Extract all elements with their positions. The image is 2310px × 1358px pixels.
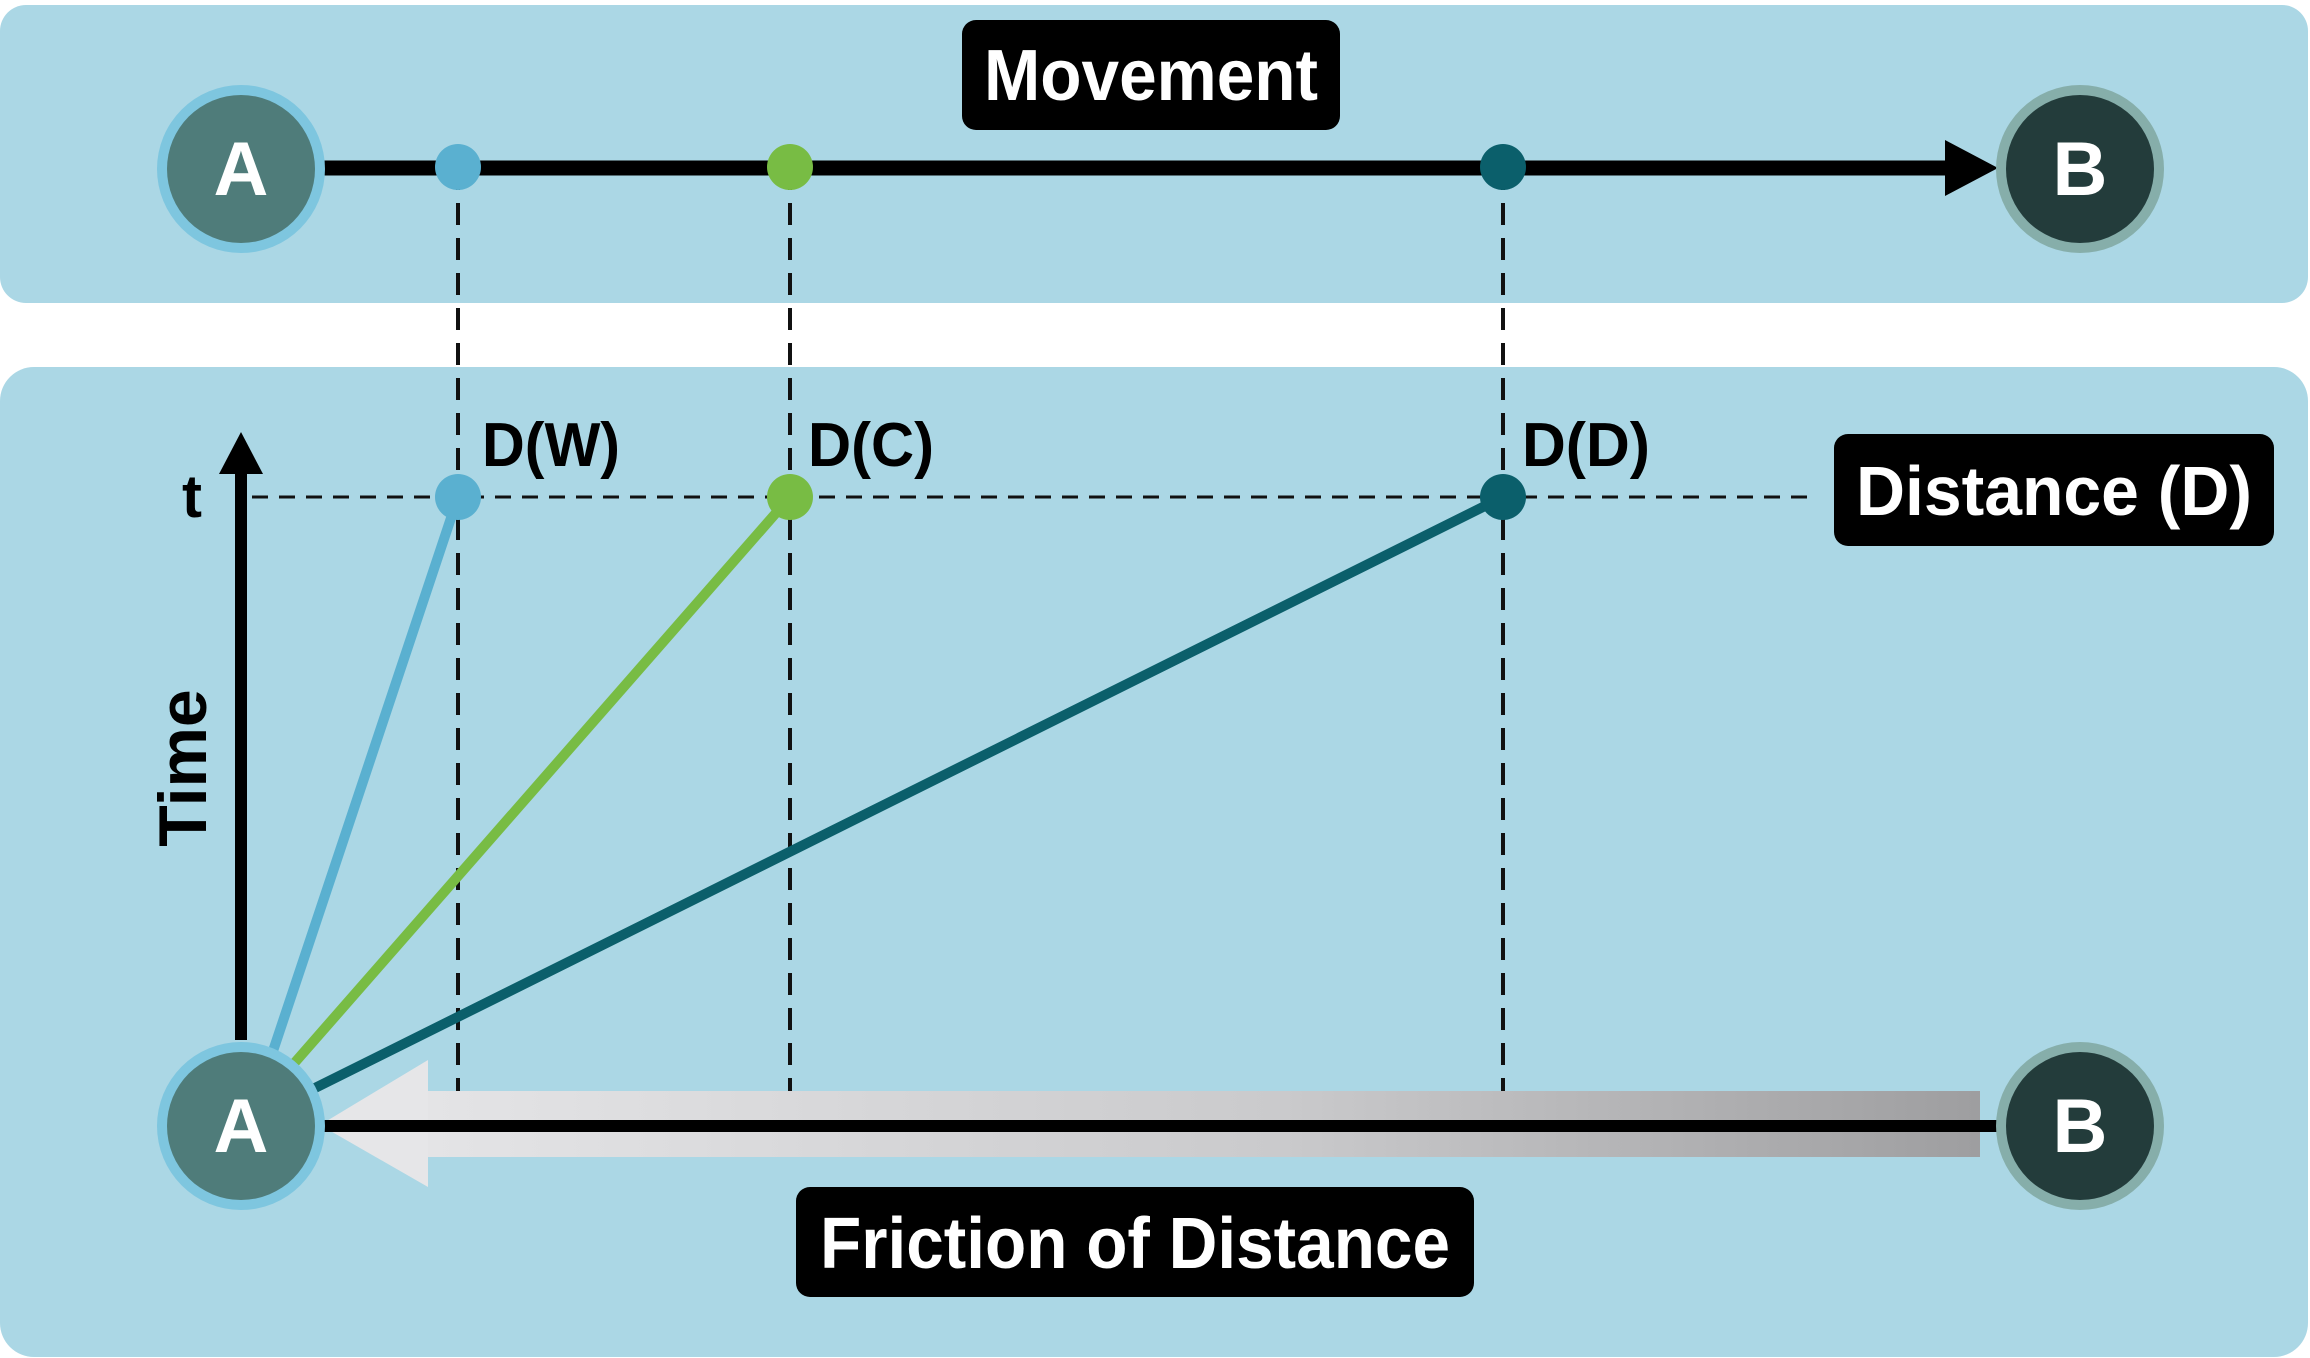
friction-badge: Friction of Distance	[796, 1187, 1474, 1297]
time-point-walk	[435, 474, 481, 520]
bottom-node-a: A	[157, 1042, 325, 1210]
distance-badge: Distance (D)	[1834, 434, 2274, 546]
bottom-node-b-label: B	[2053, 1084, 2108, 1169]
top-node-a: A	[157, 85, 325, 253]
mode-label-car: D(C)	[808, 411, 934, 480]
top-node-a-label: A	[214, 127, 269, 212]
top-node-b-label: B	[2053, 127, 2108, 212]
movement-point-drive	[1480, 144, 1526, 190]
bottom-node-a-label: A	[214, 1084, 269, 1169]
mode-line-walk	[265, 492, 463, 1065]
time-point-drive	[1480, 474, 1526, 520]
movement-line	[320, 140, 1998, 196]
time-point-car	[767, 474, 813, 520]
bottom-node-b: B	[1996, 1042, 2164, 1210]
time-axis	[219, 432, 263, 1040]
mode-label-walk: D(W)	[482, 411, 620, 480]
time-axis-label: Time	[145, 689, 221, 846]
distance-label: Distance (D)	[1856, 452, 2252, 530]
friction-label: Friction of Distance	[820, 1204, 1450, 1284]
distance-guides	[456, 168, 1505, 1120]
movement-point-car	[767, 144, 813, 190]
movement-title-badge: Movement	[962, 20, 1340, 130]
mode-line-car	[285, 492, 795, 1073]
mode-label-drive: D(D)	[1522, 411, 1650, 480]
mode-line-drive	[310, 492, 1508, 1093]
time-tick-label: t	[182, 463, 202, 530]
top-node-b: B	[1996, 85, 2164, 253]
movement-title: Movement	[984, 36, 1318, 116]
movement-panel	[0, 5, 2308, 303]
mode-lines	[265, 492, 1508, 1093]
movement-point-walk	[435, 144, 481, 190]
